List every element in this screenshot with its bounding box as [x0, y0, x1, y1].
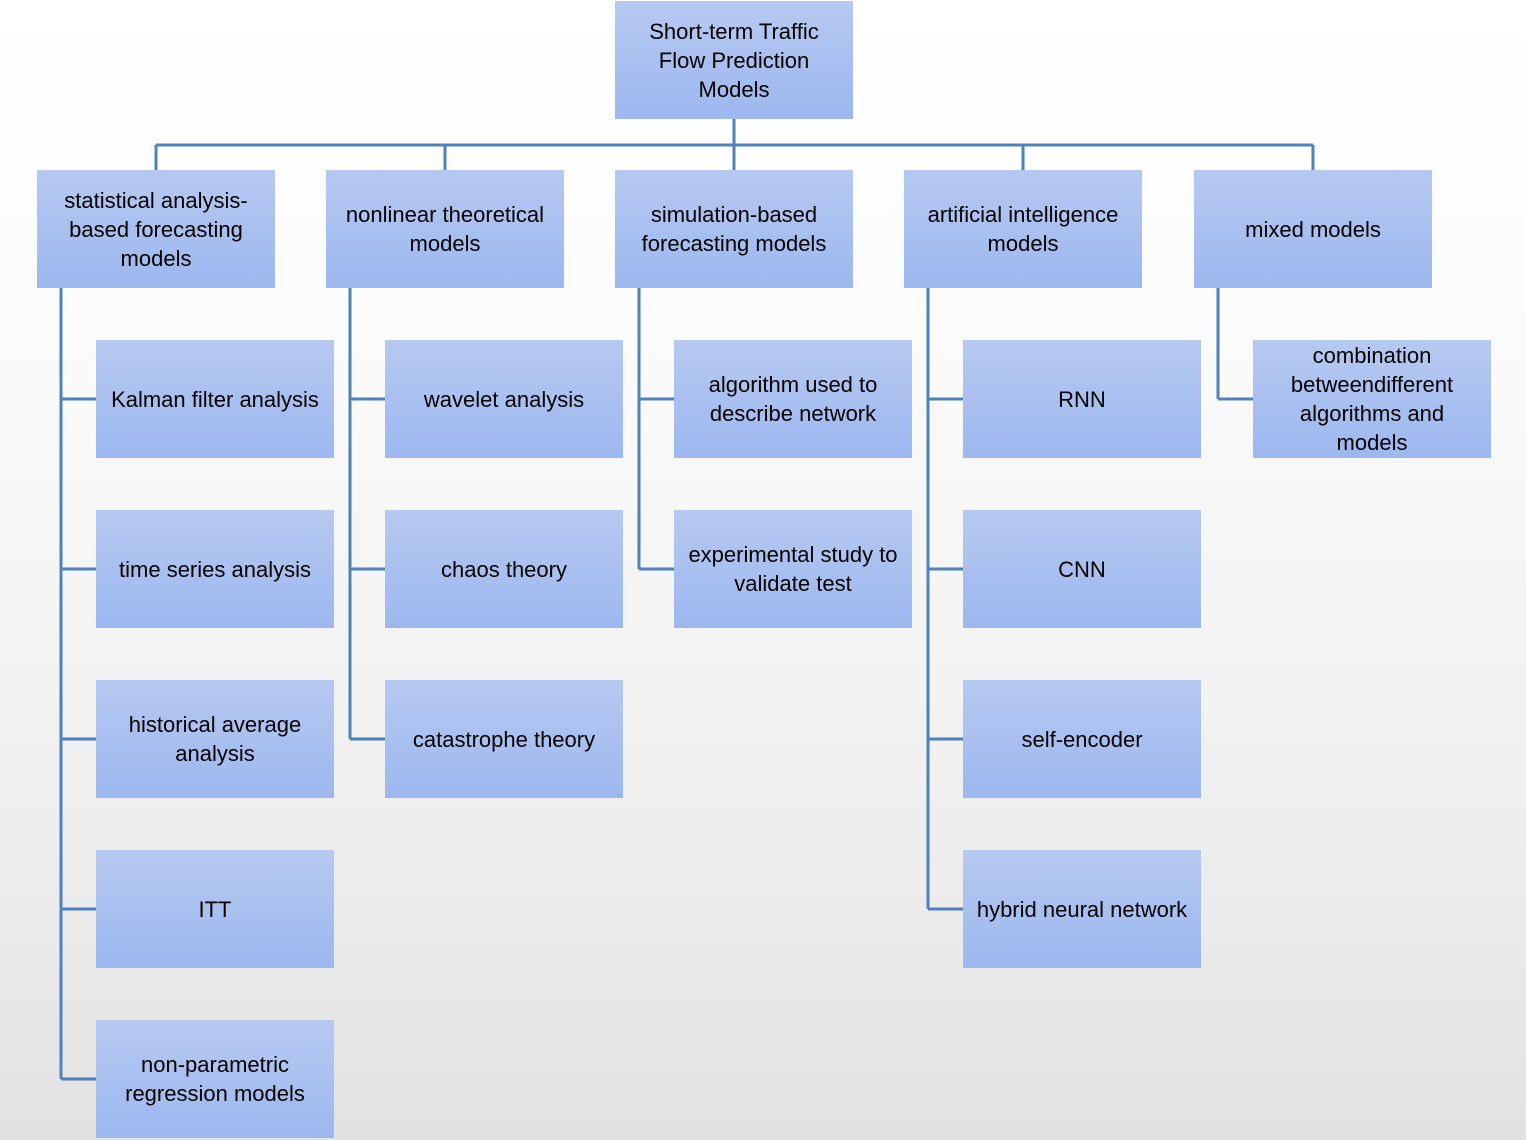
root-node: Short-term Traffic Flow Prediction Model…: [615, 1, 853, 119]
category-mixed-models: mixed models: [1194, 170, 1432, 288]
leaf-hybrid-neural-network: hybrid neural network: [963, 850, 1201, 968]
leaf-catastrophe-theory: catastrophe theory: [385, 680, 623, 798]
leaf-historical-average-analysis: historical average analysis: [96, 680, 334, 798]
leaf-time-series-analysis: time series analysis: [96, 510, 334, 628]
category-simulation-based: simulation-based forecasting models: [615, 170, 853, 288]
category-artificial-intelligence: artificial intelligence models: [904, 170, 1142, 288]
leaf-combination-algorithms-models: combination betweendifferent algorithms …: [1253, 340, 1491, 458]
leaf-algorithm-describe-network: algorithm used to describe network: [674, 340, 912, 458]
leaf-cnn: CNN: [963, 510, 1201, 628]
leaf-self-encoder: self-encoder: [963, 680, 1201, 798]
leaf-kalman-filter-analysis: Kalman filter analysis: [96, 340, 334, 458]
leaf-experimental-study: experimental study to validate test: [674, 510, 912, 628]
leaf-wavelet-analysis: wavelet analysis: [385, 340, 623, 458]
leaf-rnn: RNN: [963, 340, 1201, 458]
category-statistical-analysis: statistical analysis- based forecasting …: [37, 170, 275, 288]
category-nonlinear-theoretical: nonlinear theoretical models: [326, 170, 564, 288]
leaf-itt: ITT: [96, 850, 334, 968]
leaf-chaos-theory: chaos theory: [385, 510, 623, 628]
leaf-non-parametric-regression: non-parametric regression models: [96, 1020, 334, 1138]
